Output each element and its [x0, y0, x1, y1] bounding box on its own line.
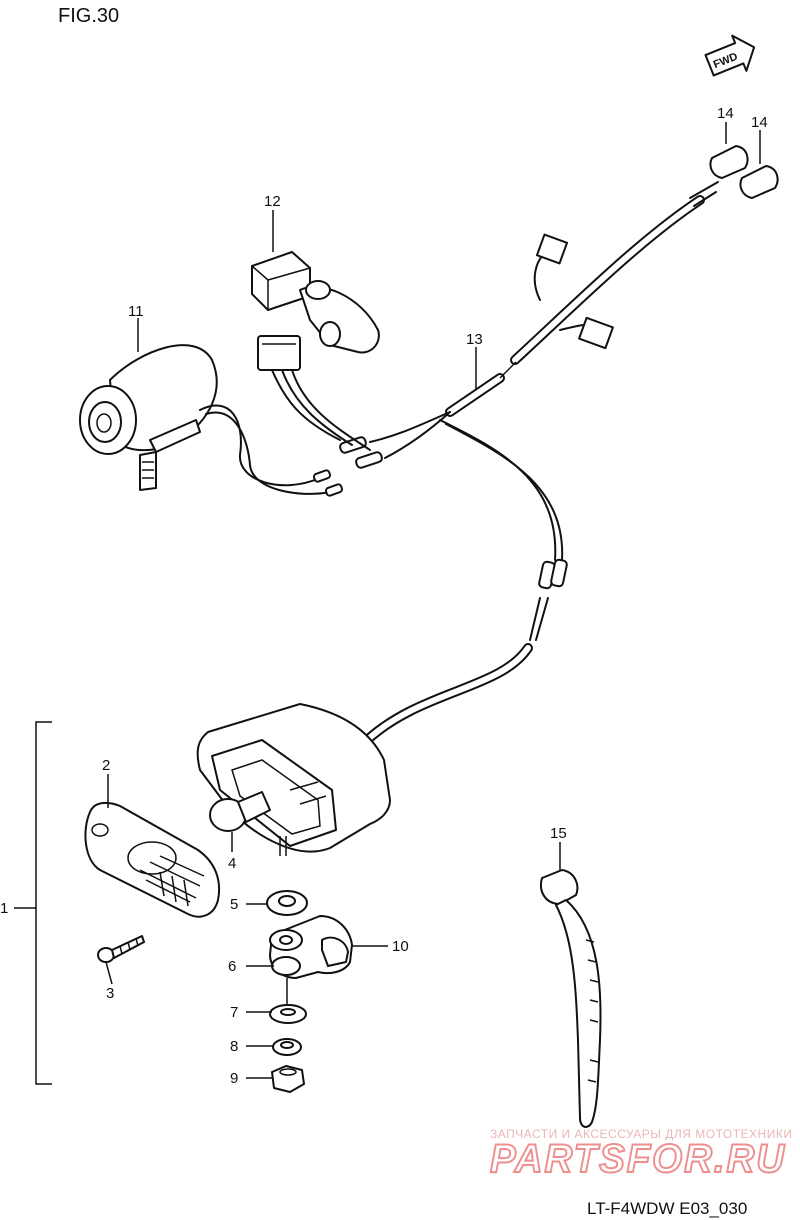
tie-strap-15: [540, 869, 602, 1128]
bracket-6-10: [269, 915, 353, 979]
callout-2: 2: [102, 757, 110, 774]
horn-11: [79, 344, 344, 497]
callout-13: 13: [466, 331, 483, 348]
cap-14-left: [709, 145, 749, 179]
wiring-harness: [339, 181, 719, 747]
lens-2: [84, 801, 220, 918]
washer-5: [266, 890, 308, 916]
cap-14-right: [739, 165, 779, 199]
callout-10: 10: [392, 938, 409, 955]
callout-15: 15: [550, 825, 567, 842]
callout-7: 7: [230, 1004, 238, 1021]
washer-7: [269, 1004, 307, 1024]
callout-5: 5: [230, 896, 238, 913]
callout-3: 3: [106, 985, 114, 1002]
screw-3: [97, 935, 145, 963]
watermark-brand: PARTSFOR.RU: [490, 1137, 786, 1181]
figure-code: LT-F4WDW E03_030: [587, 1199, 747, 1218]
washer-8: [272, 1038, 302, 1056]
forward-arrow-icon: FWD: [704, 34, 756, 77]
callout-6: 6: [228, 958, 236, 975]
leader-lines: [105, 122, 761, 1079]
nut-9: [271, 1065, 305, 1093]
callout-14-left: 14: [717, 105, 734, 122]
watermark-caption: ЗАПЧАСТИ И АКСЕССУАРЫ ДЛЯ МОТОТЕХНИКИ: [490, 1127, 792, 1141]
callout-12: 12: [264, 193, 281, 210]
callout-8: 8: [230, 1038, 238, 1055]
figure-title: FIG.30: [58, 5, 119, 27]
callout-1: 1: [0, 900, 8, 917]
relay-switch-12: [251, 251, 380, 451]
assembly-bracket: [35, 721, 52, 1085]
callout-9: 9: [230, 1070, 238, 1087]
tail-light-housing: [196, 703, 391, 856]
callout-11: 11: [128, 303, 144, 320]
callout-14-right: 14: [751, 114, 768, 131]
callout-4: 4: [228, 855, 236, 872]
